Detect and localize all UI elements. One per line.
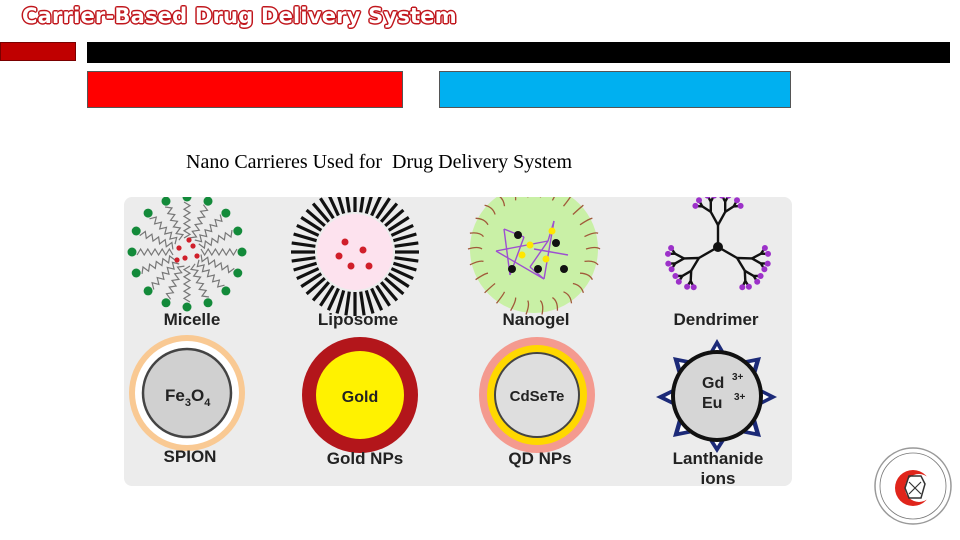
blue-banner (439, 71, 791, 108)
lanthanide-icon: Gd 3+ Eu 3+ (656, 339, 777, 453)
nanocarrier-diagram: Fe3O4 Gold CdSeTe Gd 3+ Eu 3+ (127, 197, 777, 453)
red-banner (87, 71, 403, 108)
gold-np-icon: Gold (302, 337, 418, 453)
label-lanthanide-line1: Lanthanide (672, 449, 764, 468)
label-spion: SPION (163, 447, 217, 466)
nanogel-icon (467, 197, 601, 315)
label-liposome: Liposome (317, 310, 399, 329)
quantum-dot-icon: CdSeTe (479, 337, 595, 453)
liposome-icon (291, 197, 419, 316)
micelle-icon (127, 197, 247, 312)
svg-text:3+: 3+ (734, 392, 746, 403)
accent-bar-small (0, 42, 76, 61)
svg-text:CdSeTe: CdSeTe (510, 388, 565, 405)
label-dendrimer: Dendrimer (673, 310, 759, 329)
label-micelle: Micelle (163, 310, 221, 329)
label-qd-nps: QD NPs (508, 449, 572, 468)
svg-text:Fe3O4: Fe3O4 (165, 386, 211, 409)
header-rule-black (87, 42, 950, 63)
nanocarrier-figure: Fe3O4 Gold CdSeTe Gd 3+ Eu 3+ Micelle Li… (124, 197, 792, 488)
label-lanthanide-line2: ions (700, 469, 736, 488)
svg-text:Eu: Eu (702, 395, 722, 412)
svg-text:Gold: Gold (342, 389, 378, 406)
figure-subtitle: Nano Carrieres Used for Drug Delivery Sy… (186, 151, 573, 173)
spion-icon: Fe3O4 (129, 335, 245, 451)
dendrimer-icon (665, 197, 771, 291)
logo-caption: Department of Hematology (866, 538, 867, 539)
slide-title: Carrier-Based Drug Delivery System (22, 4, 457, 28)
svg-text:3+: 3+ (732, 372, 744, 383)
university-seal-icon (874, 447, 952, 525)
label-nanogel: Nanogel (502, 310, 570, 329)
label-gold-nps: Gold NPs (326, 449, 404, 468)
label-lanthanide: Lanthanide ions (638, 449, 798, 489)
svg-text:Gd: Gd (702, 375, 724, 392)
